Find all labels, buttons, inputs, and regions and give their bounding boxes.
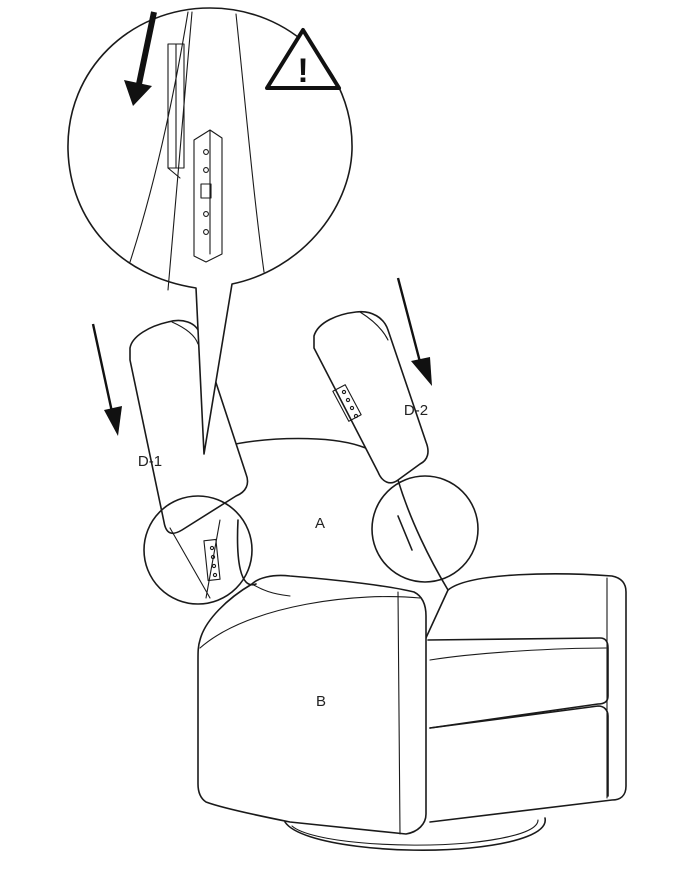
side-panel-d1 bbox=[129, 319, 249, 599]
label-part-d1: D-1 bbox=[138, 453, 162, 470]
zoom-callout-top bbox=[67, 7, 353, 455]
bracket-d1 bbox=[203, 538, 221, 582]
label-part-b: B bbox=[316, 693, 326, 710]
arrow-down-right bbox=[396, 277, 432, 386]
label-part-d2: D-2 bbox=[404, 402, 428, 419]
arrow-down-top bbox=[124, 11, 157, 106]
chair-body bbox=[197, 573, 627, 835]
label-part-a: A bbox=[315, 515, 325, 532]
warning-symbol: ! bbox=[297, 52, 308, 90]
bracket-d2 bbox=[332, 384, 362, 422]
side-panel-d2 bbox=[313, 310, 429, 484]
bracket-right-zoomed bbox=[397, 515, 413, 551]
zoom-circle-right bbox=[371, 475, 479, 583]
swivel-base bbox=[284, 817, 546, 851]
bracket-zoomed bbox=[193, 129, 223, 263]
zoom-circle-left bbox=[143, 495, 253, 605]
warning-triangle-icon: ! bbox=[265, 28, 341, 90]
arrow-down-left bbox=[91, 323, 122, 436]
